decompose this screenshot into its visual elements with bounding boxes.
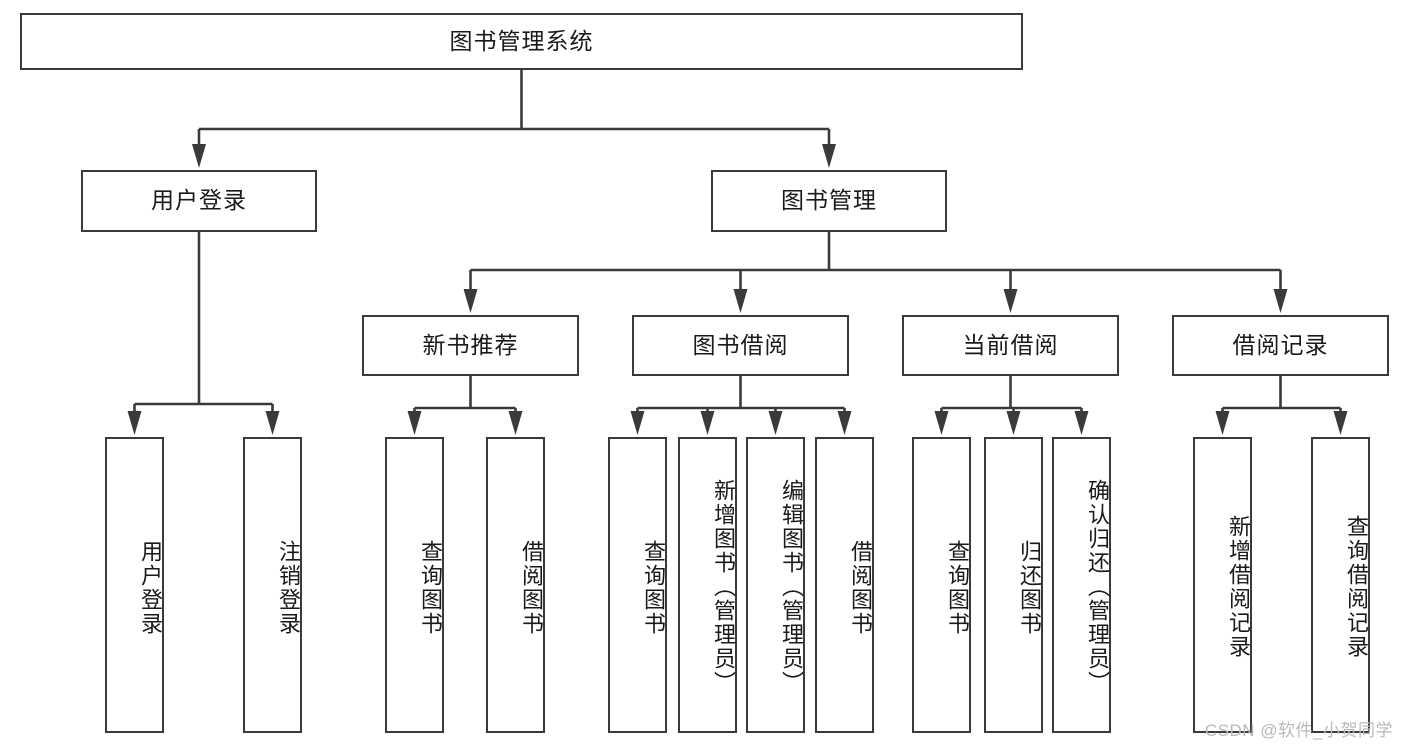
node-图书管理系统: 图书管理系统 — [20, 13, 1023, 70]
node-label: 新书推荐 — [422, 331, 519, 358]
arrow-head-icon — [127, 411, 142, 435]
node-label: 注销登录 — [276, 540, 301, 636]
arrow-head-icon — [508, 411, 523, 435]
node-查询图书-2: 查询图书 — [385, 437, 444, 733]
node-确认归还管理员-10: 确认归还（管理员） — [1052, 437, 1111, 733]
arrow-head-icon — [837, 411, 852, 435]
arrow-head-icon — [1006, 411, 1021, 435]
arrow-head-icon — [700, 411, 715, 435]
node-编辑图书管理员-6: 编辑图书（管理员） — [746, 437, 805, 733]
node-label: 用户登录 — [138, 540, 163, 636]
arrow-head-icon — [265, 411, 280, 435]
node-label: 图书借阅 — [692, 331, 789, 358]
node-查询借阅记录-12: 查询借阅记录 — [1311, 437, 1370, 733]
node-label: 编辑图书（管理员） — [779, 479, 804, 695]
arrow-head-icon — [407, 411, 422, 435]
node-注销登录-1: 注销登录 — [243, 437, 302, 733]
node-label: 查询图书 — [418, 540, 443, 636]
node-图书管理-1: 图书管理 — [711, 170, 947, 232]
node-用户登录-0: 用户登录 — [81, 170, 317, 232]
arrow-head-icon — [1333, 411, 1348, 435]
arrow-head-icon — [1003, 289, 1018, 313]
node-label: 新增图书（管理员） — [711, 479, 736, 695]
node-借阅记录-3: 借阅记录 — [1172, 315, 1389, 376]
arrow-head-icon — [822, 144, 836, 168]
node-label: 查询图书 — [641, 540, 666, 636]
arrow-head-icon — [1074, 411, 1089, 435]
node-查询图书-4: 查询图书 — [608, 437, 667, 733]
node-用户登录-0: 用户登录 — [105, 437, 164, 733]
arrow-head-icon — [192, 144, 206, 168]
node-label: 用户登录 — [151, 187, 247, 214]
node-label: 确认归还（管理员） — [1085, 479, 1110, 695]
node-借阅图书-7: 借阅图书 — [815, 437, 874, 733]
arrow-head-icon — [630, 411, 645, 435]
node-借阅图书-3: 借阅图书 — [486, 437, 545, 733]
node-label: 借阅记录 — [1232, 331, 1329, 358]
node-新增借阅记录-11: 新增借阅记录 — [1193, 437, 1252, 733]
arrow-head-icon — [1215, 411, 1230, 435]
node-label: 图书管理系统 — [449, 27, 594, 54]
node-label: 查询图书 — [945, 540, 970, 636]
node-当前借阅-2: 当前借阅 — [902, 315, 1119, 376]
node-图书借阅-1: 图书借阅 — [632, 315, 849, 376]
node-label: 新增借阅记录 — [1226, 515, 1251, 659]
arrow-head-icon — [768, 411, 783, 435]
node-新增图书管理员-5: 新增图书（管理员） — [678, 437, 737, 733]
node-label: 借阅图书 — [848, 540, 873, 636]
arrow-head-icon — [1273, 289, 1288, 313]
node-label: 图书管理 — [781, 187, 877, 214]
arrow-head-icon — [733, 289, 748, 313]
node-归还图书-9: 归还图书 — [984, 437, 1043, 733]
node-label: 归还图书 — [1017, 540, 1042, 636]
node-新书推荐-0: 新书推荐 — [362, 315, 579, 376]
node-label: 当前借阅 — [962, 331, 1059, 358]
node-查询图书-8: 查询图书 — [912, 437, 971, 733]
node-label: 查询借阅记录 — [1344, 515, 1369, 659]
node-label: 借阅图书 — [519, 540, 544, 636]
csdn-watermark: CSDN @软件_小贺同学 — [1204, 721, 1393, 740]
arrow-head-icon — [934, 411, 949, 435]
arrow-head-icon — [463, 289, 478, 313]
